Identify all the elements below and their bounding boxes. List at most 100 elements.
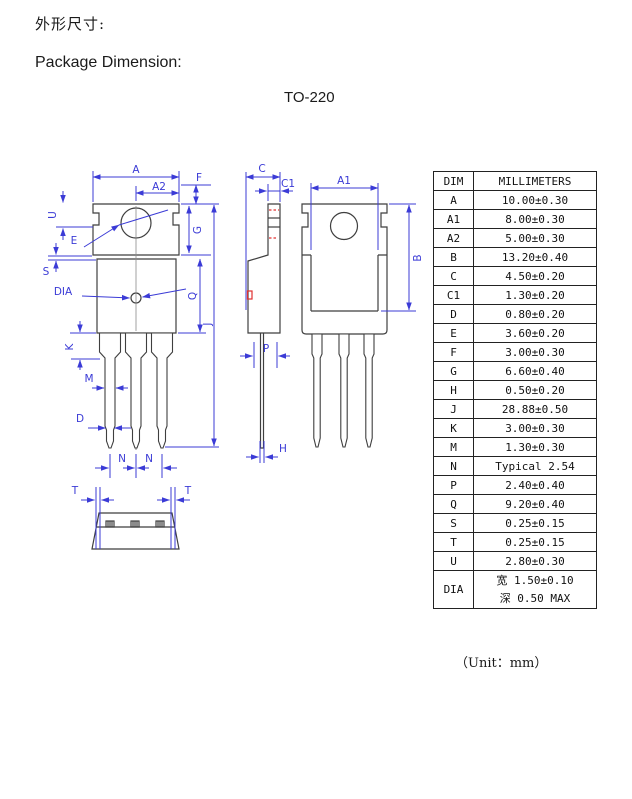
- value-cell: 0.50±0.20: [473, 380, 597, 400]
- mounting-hole: [329, 211, 359, 241]
- lead: [98, 332, 122, 449]
- dim-label-a: A: [132, 164, 140, 176]
- dim-cell: Q: [433, 494, 474, 514]
- dim-label-t: T: [71, 485, 79, 497]
- package-name: TO-220: [284, 89, 335, 106]
- lead: [124, 332, 148, 449]
- page-title-english: Package Dimension:: [35, 54, 182, 71]
- dim-label-c: C: [258, 163, 265, 175]
- dim-label-u: U: [47, 211, 59, 219]
- dim-cell: M: [433, 437, 474, 457]
- back-view-dimensions: A1 B: [310, 175, 424, 312]
- dim-label-n: N: [145, 453, 153, 465]
- dim-cell: T: [433, 532, 474, 552]
- dia-width-value: 宽 1.50±0.10: [496, 574, 574, 588]
- side-view-dimensions: C C1 P H: [240, 163, 295, 463]
- dim-cell: D: [433, 304, 474, 324]
- value-cell: 3.60±0.20: [473, 323, 597, 343]
- bottom-view: [91, 512, 180, 550]
- millimeters-column-header: MILLIMETERS: [473, 171, 597, 191]
- value-cell: 4.50±0.20: [473, 266, 597, 286]
- dim-label-k: K: [64, 342, 76, 350]
- value-cell: 3.00±0.30: [473, 418, 597, 438]
- dim-label-s: S: [43, 266, 50, 278]
- dim-cell: F: [433, 342, 474, 362]
- front-view: [92, 203, 180, 450]
- value-cell: 28.88±0.50: [473, 399, 597, 419]
- lead: [259, 333, 265, 449]
- value-cell: 6.60±0.40: [473, 361, 597, 381]
- dim-label-j: J: [202, 322, 214, 326]
- table-header-row: DIM MILLIMETERS: [433, 171, 597, 191]
- dim-label-h: H: [279, 443, 287, 455]
- front-view-dimensions: A A2 F U E G S: [43, 164, 219, 478]
- dim-label-t: T: [184, 485, 192, 497]
- value-cell: 10.00±0.30: [473, 190, 597, 210]
- dim-label-e: E: [71, 235, 78, 247]
- value-cell: 宽 1.50±0.10 深 0.50 MAX: [473, 570, 597, 609]
- dim-label-q: Q: [187, 292, 199, 300]
- dim-cell: C1: [433, 285, 474, 305]
- dim-cell: H: [433, 380, 474, 400]
- dim-label-dia: DIA: [54, 286, 73, 298]
- dim-cell: E: [433, 323, 474, 343]
- value-cell: 0.25±0.15: [473, 513, 597, 533]
- value-cell: 13.20±0.40: [473, 247, 597, 267]
- dia-depth-value: 深 0.50 MAX: [499, 591, 571, 605]
- dim-label-b: B: [412, 254, 424, 261]
- dim-label-m: M: [84, 373, 93, 385]
- dim-cell: P: [433, 475, 474, 495]
- value-cell: 1.30±0.30: [473, 437, 597, 457]
- dim-label-c1: C1: [281, 178, 295, 190]
- dim-cell: A2: [433, 228, 474, 248]
- bottom-view-dimensions: T T: [71, 485, 192, 549]
- dim-cell: G: [433, 361, 474, 381]
- value-cell: 2.40±0.40: [473, 475, 597, 495]
- unit-note: （Unit：mm）: [455, 656, 548, 671]
- value-cell: 0.25±0.15: [473, 532, 597, 552]
- dim-column-header: DIM: [433, 171, 474, 191]
- value-cell: 2.80±0.30: [473, 551, 597, 571]
- lead-cross-sections: [105, 520, 165, 528]
- dim-cell: B: [433, 247, 474, 267]
- dim-cell: N: [433, 456, 474, 476]
- dim-label-n: N: [118, 453, 126, 465]
- dim-label-a2: A2: [152, 181, 166, 193]
- dim-cell: U: [433, 551, 474, 571]
- dim-label-a1: A1: [337, 175, 351, 187]
- table-row-dia: DIA 宽 1.50±0.10 深 0.50 MAX: [433, 570, 597, 609]
- dim-cell: C: [433, 266, 474, 286]
- value-cell: 1.30±0.20: [473, 285, 597, 305]
- dim-cell: A: [433, 190, 474, 210]
- dim-label-p: P: [263, 343, 269, 355]
- red-reference-box: [246, 290, 253, 300]
- back-view: [301, 203, 388, 448]
- heatsink-recess: [302, 254, 387, 312]
- dim-label-f: F: [196, 172, 202, 184]
- value-cell: 8.00±0.30: [473, 209, 597, 229]
- side-view: [246, 203, 281, 449]
- value-cell: 0.80±0.20: [473, 304, 597, 324]
- lead: [311, 333, 323, 448]
- value-cell: 3.00±0.30: [473, 342, 597, 362]
- dim-cell: S: [433, 513, 474, 533]
- dim-label-d: D: [76, 413, 84, 425]
